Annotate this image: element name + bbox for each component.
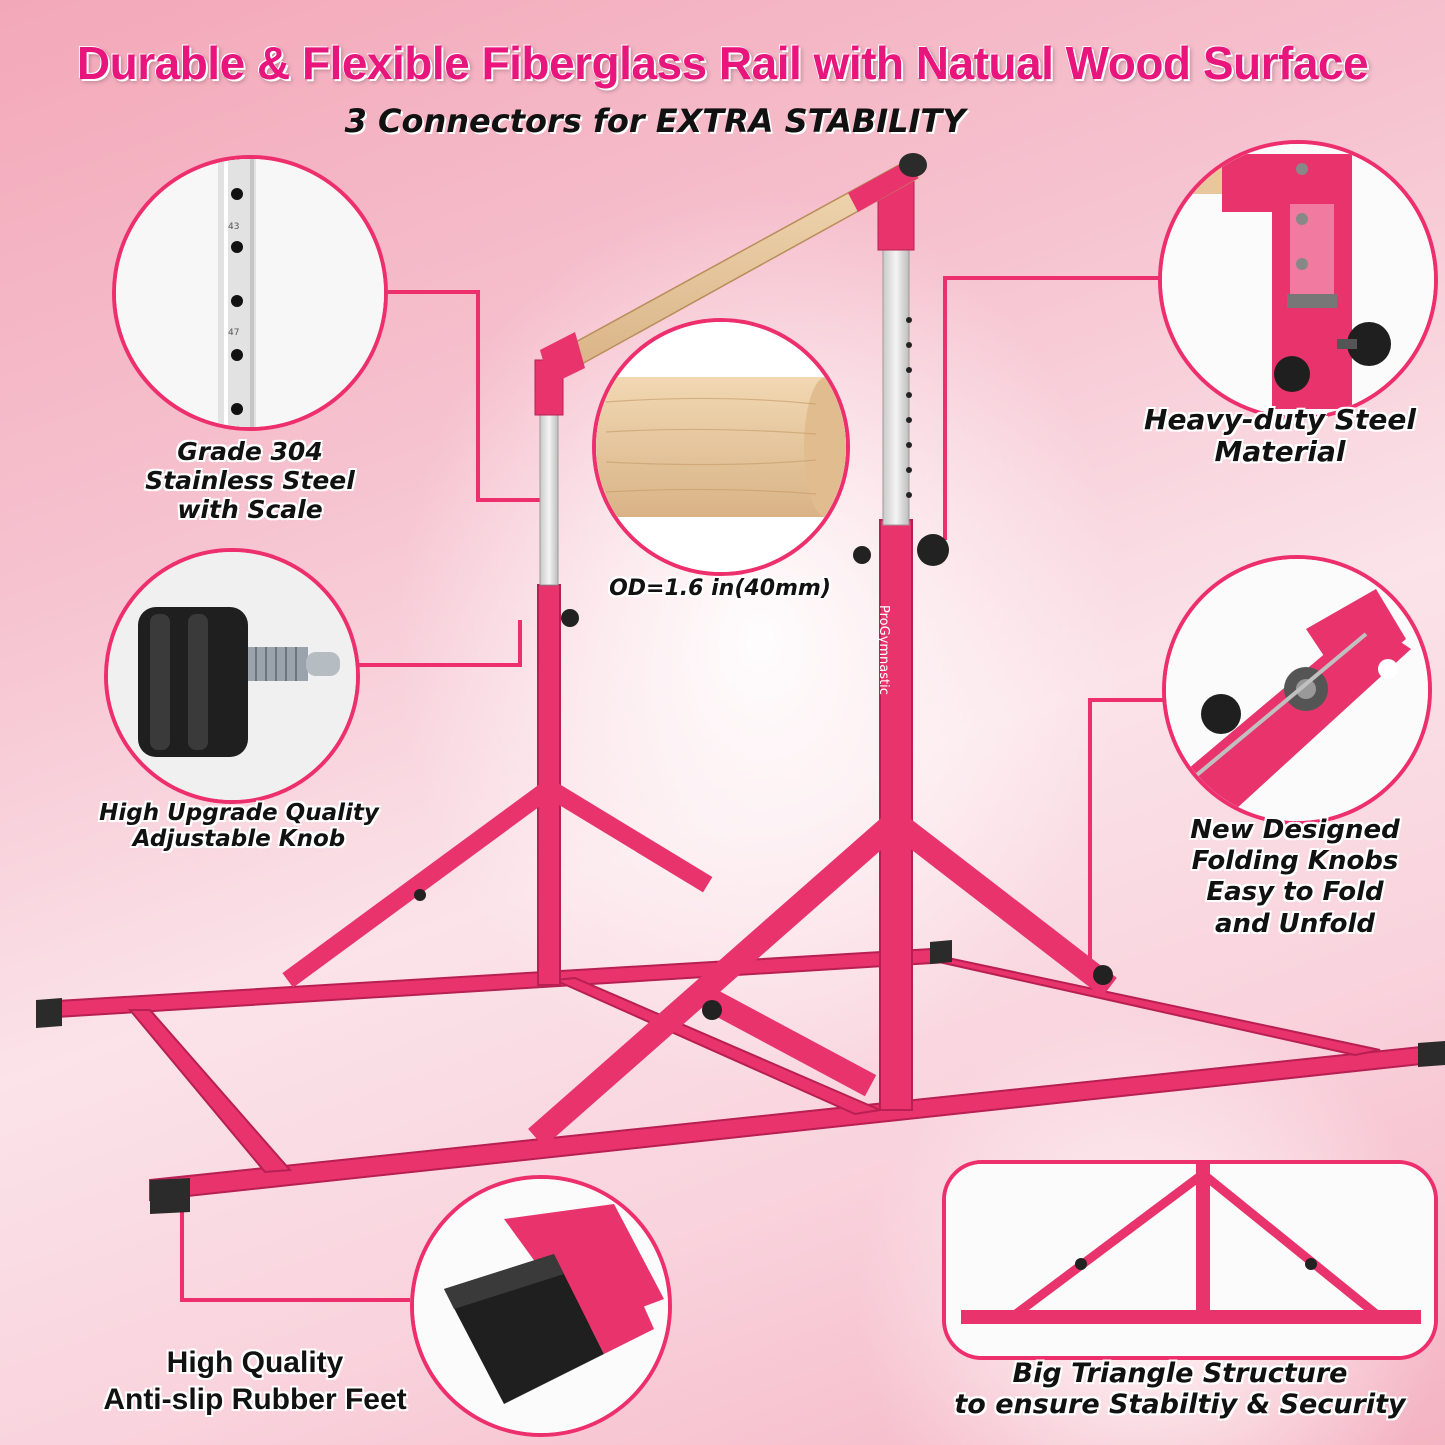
rear-base-bar: [39, 946, 949, 1020]
right-side-bar: [929, 956, 1381, 1057]
left-side-bar: [127, 1009, 293, 1174]
rubber-feet: [36, 940, 1445, 1214]
line-knob: [355, 620, 522, 667]
rubber-feet-detail: [410, 1175, 672, 1437]
label-triangle: Big Triangle Structure to ensure Stabilt…: [954, 1358, 1406, 1421]
wood-rail-detail: [592, 318, 850, 576]
steel-scale-detail: 43 47: [112, 155, 388, 431]
label-rubber-feet: High Quality Anti-slip Rubber Feet: [103, 1346, 407, 1416]
label-rail-od: OD=1.6 in(40mm): [609, 576, 831, 601]
triangle-structure-detail: [942, 1160, 1438, 1360]
folding-knob-detail: [1162, 555, 1432, 825]
line-folding: [1088, 698, 1180, 960]
svg-text:43: 43: [228, 222, 239, 232]
line-steel-scale: [385, 290, 540, 502]
line-heavy-steel: [943, 276, 1160, 540]
label-heavy-steel: Heavy-duty Steel Material: [1144, 403, 1416, 469]
brand-text: ProGymnastic: [876, 605, 891, 695]
line-feet: [180, 1205, 410, 1302]
heavy-steel-detail: [1158, 140, 1438, 420]
label-folding-knobs: New Designed Folding Knobs Easy to Fold …: [1190, 815, 1400, 939]
label-knob: High Upgrade Quality Adjustable Knob: [99, 800, 379, 853]
callout-lines: [180, 276, 1180, 1302]
label-steel-scale: Grade 304 Stainless Steel with Scale: [145, 437, 355, 524]
page-title: Durable & Flexible Fiberglass Rail with …: [76, 37, 1369, 89]
knob-detail: [104, 548, 360, 804]
page-subtitle: 3 Connectors for EXTRA STABILITY: [344, 102, 966, 140]
svg-text:47: 47: [228, 328, 239, 338]
